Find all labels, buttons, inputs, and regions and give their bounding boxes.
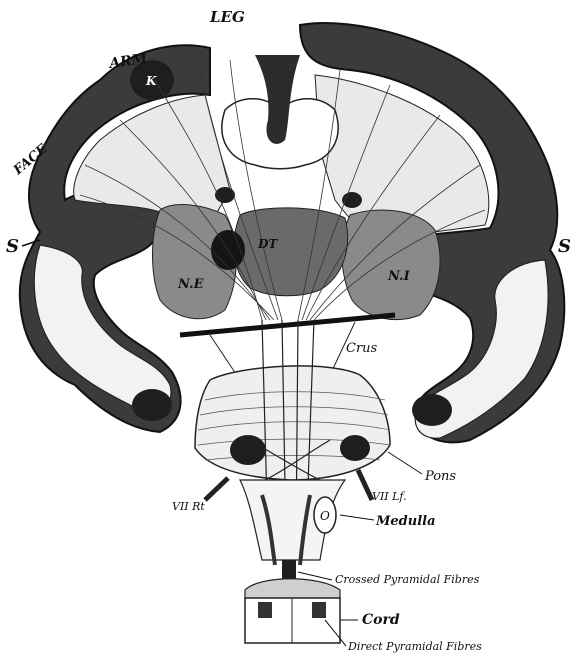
label-s-left: S — [6, 236, 19, 257]
cord-region — [245, 579, 340, 643]
label-ne-left: N.E — [177, 277, 205, 292]
vii-lf-nerve — [358, 470, 372, 500]
cord-top — [245, 579, 340, 600]
cord-left-tract — [258, 602, 272, 618]
label-direct-fibres: Direct Pyramidal Fibres — [347, 640, 482, 653]
left-lower-node — [132, 389, 172, 421]
label-s-right: S — [558, 236, 571, 257]
label-crus: Crus — [346, 341, 378, 356]
crus-bar — [180, 315, 395, 335]
label-pons: Pons — [424, 469, 456, 484]
label-ne-right: N.I — [387, 269, 411, 284]
label-k: K — [145, 74, 157, 88]
label-leg: LEG — [209, 8, 245, 26]
pons-body — [195, 366, 390, 480]
pons-left-nucleus — [230, 435, 266, 465]
medulla-pointer — [340, 515, 374, 520]
label-dt: DT — [257, 237, 278, 251]
label-vii-lf: VII Lf. — [372, 490, 407, 503]
left-lower-lobe — [34, 245, 171, 412]
medulla-region — [240, 480, 345, 582]
label-medulla: Medulla — [375, 514, 436, 529]
label-o: O — [320, 509, 330, 523]
label-vii-rt: VII Rt — [172, 500, 205, 513]
pons-pointer — [388, 452, 422, 474]
cord-right-tract — [312, 602, 326, 618]
pons-right-nucleus — [340, 435, 370, 461]
right-small-node — [342, 192, 362, 208]
right-lower-node — [412, 394, 452, 426]
right-nucleus — [342, 210, 440, 320]
vii-rt-nerve — [205, 478, 228, 500]
label-crossed-fibres: Crossed Pyramidal Fibres — [335, 573, 480, 586]
label-cord: Cord — [362, 612, 400, 628]
